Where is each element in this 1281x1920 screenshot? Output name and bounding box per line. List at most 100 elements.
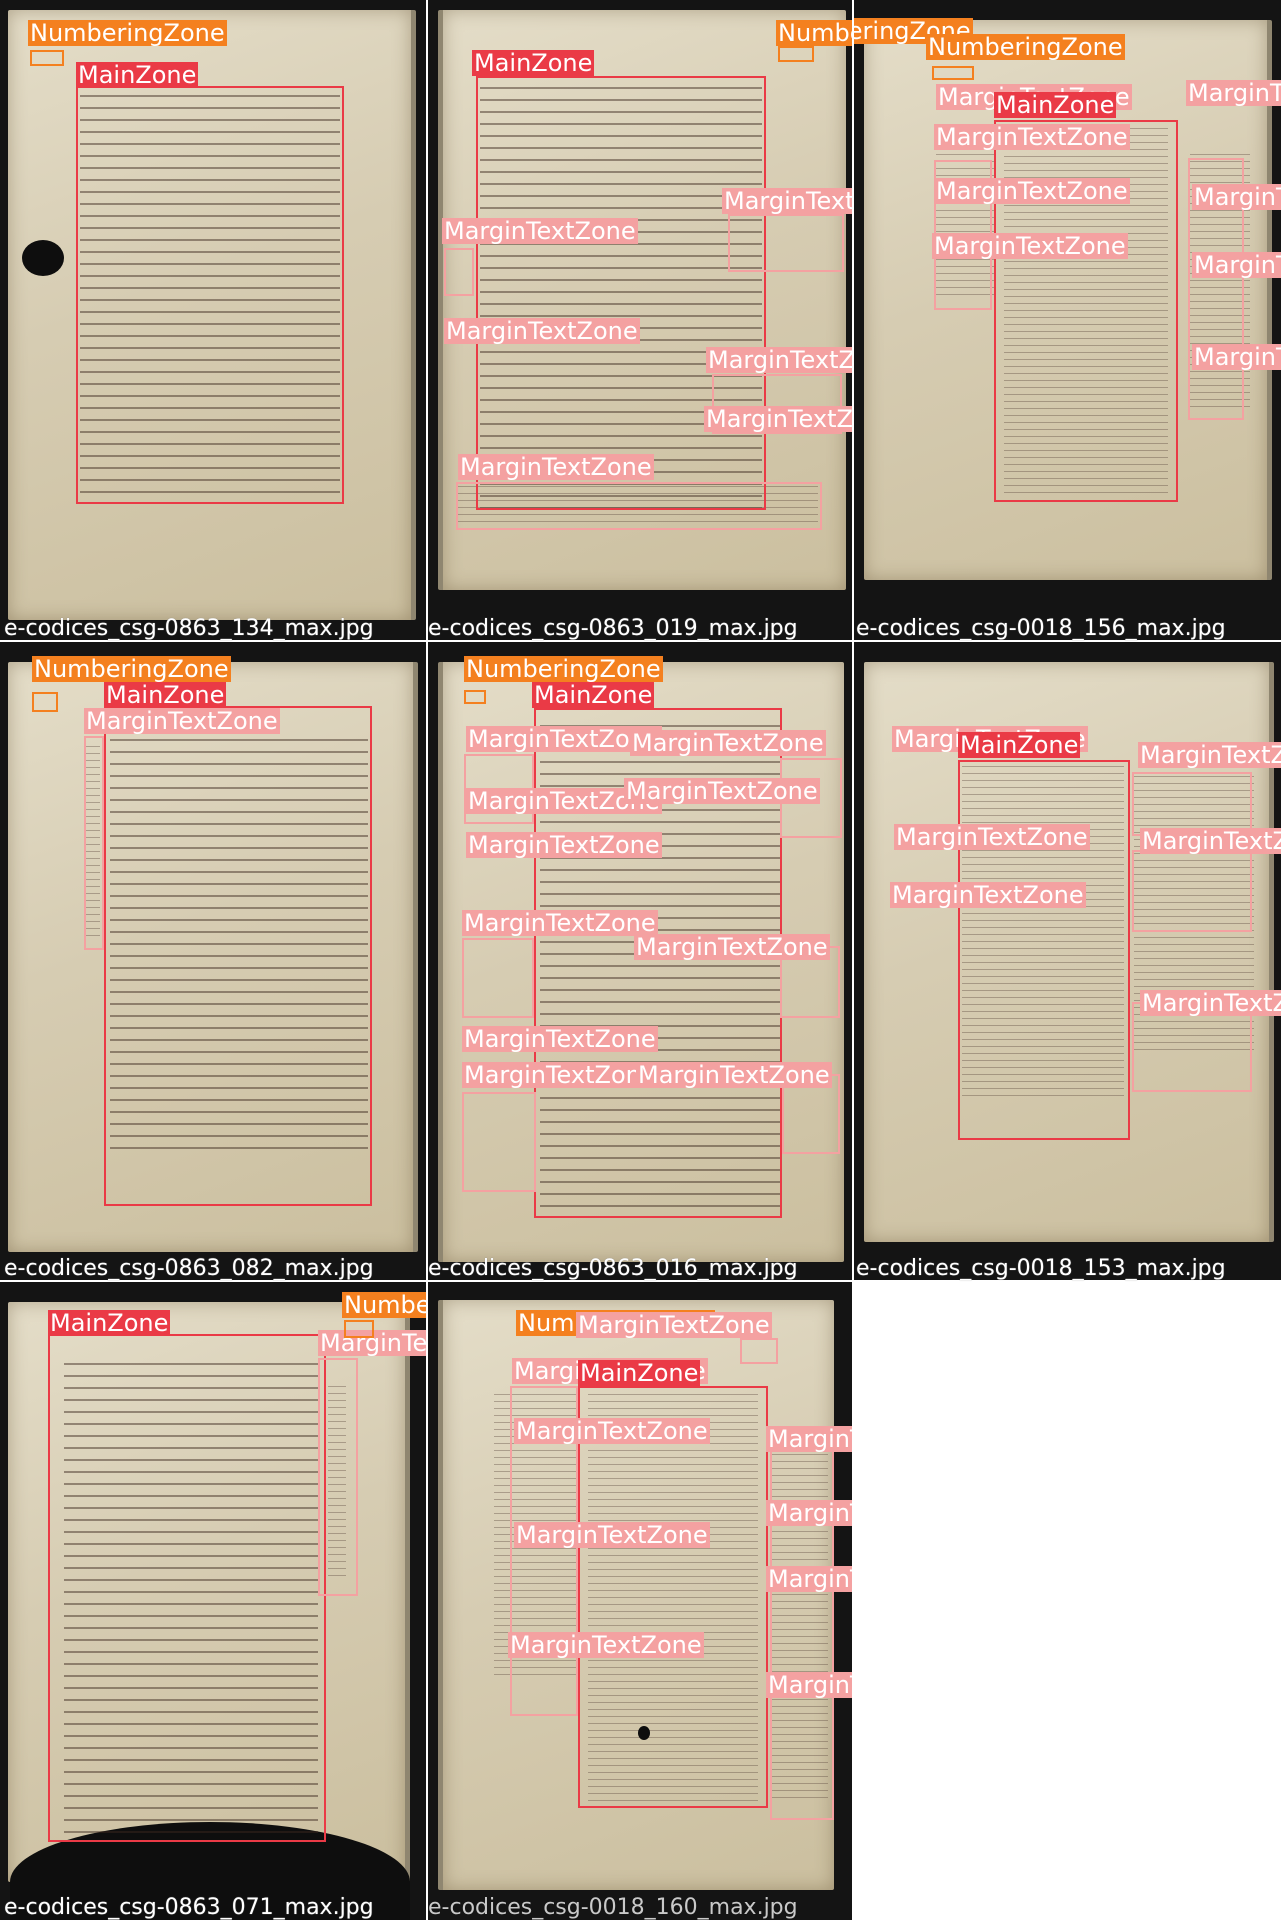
handwritten-text: [962, 762, 1124, 1102]
main-zone-label: MainZone: [994, 91, 1117, 119]
main-zone-label: MainZone: [76, 61, 199, 89]
margin-text-zone-label: MarginTextZone: [84, 707, 280, 735]
ink-blot: [638, 1726, 650, 1740]
margin-text-zone-label: MarginTextZone: [636, 1061, 832, 1089]
margin-text-zone-label: MarginTextZone: [458, 453, 654, 481]
margin-text-zone-label: MarginTextZone: [1192, 184, 1281, 210]
margin-text-zone-label: MarginTextZone: [442, 217, 638, 245]
numbering-zone-label: NumberingZone: [776, 20, 852, 46]
margin-text-zone-label: MarginTextZone: [508, 1631, 704, 1659]
numbering-zone-box: [32, 692, 58, 712]
margin-text-zone-label: MarginTextZone: [722, 188, 852, 214]
margin-text-zone-box: [740, 1338, 778, 1364]
main-zone-label: MainZone: [104, 681, 227, 709]
main-zone-box: [104, 706, 372, 1206]
numbering-zone-label: NumberingZone: [32, 655, 231, 683]
damaged-corner: [10, 1822, 410, 1920]
main-zone-box: [958, 760, 1130, 1140]
margin-text-zone-box: [1188, 158, 1244, 420]
main-zone-label: MainZone: [472, 49, 595, 77]
image-caption: e-codices_csg-0018_153_max.jpg: [856, 1256, 1226, 1281]
manuscript-page: [8, 1302, 410, 1882]
image-tile-7: MainZone MarginTextZone NumberingZone: [0, 1282, 426, 1920]
handwritten-text: [770, 1422, 828, 1802]
image-tile-5: NumberingZone MainZone MarginTextZone Ma…: [428, 642, 852, 1280]
margin-text-zone-label: MarginTextZone: [932, 232, 1128, 260]
numbering-zone-box: [30, 50, 64, 66]
main-zone-box: [994, 120, 1178, 502]
margin-text-zone-label: MarginTextZone: [1140, 990, 1281, 1016]
margin-text-zone-label: MarginTextZone: [766, 1500, 852, 1526]
main-zone-box: [578, 1386, 768, 1808]
handwritten-text: [458, 482, 818, 530]
margin-text-zone-box: [712, 374, 842, 434]
main-zone-label: MainZone: [48, 1309, 171, 1337]
grid-separator: [0, 640, 1281, 642]
margin-text-zone-label: MarginTextZone: [890, 881, 1086, 909]
margin-text-zone-label: MarginTextZone: [514, 1417, 710, 1445]
handwritten-text: [936, 150, 996, 300]
handwritten-text: [80, 88, 340, 498]
numbering-zone-label: NumberingZone: [926, 33, 1125, 61]
margin-text-zone-label: MarginTextZone: [704, 406, 852, 432]
margin-text-zone-box: [84, 736, 104, 950]
margin-text-zone-label: MarginTextZone: [1186, 80, 1281, 106]
margin-text-zone-label: MarginTextZone: [766, 1426, 852, 1452]
margin-text-zone-box: [318, 1358, 358, 1596]
handwritten-text: [86, 742, 100, 942]
main-zone-box: [476, 76, 766, 510]
image-tile-4: NumberingZone MainZone MarginTextZone: [0, 642, 426, 1280]
grid-separator: [0, 1280, 1281, 1282]
numbering-zone-box: [344, 1320, 374, 1338]
margin-text-zone-label: MarginTextZone: [766, 1672, 852, 1698]
margin-text-zone-label: MarginTextZone: [894, 823, 1090, 851]
handwritten-text: [110, 732, 368, 1152]
margin-text-zone-label: MarginTextZone: [1140, 828, 1281, 854]
margin-text-zone-label: MarginTextZone: [1192, 252, 1281, 278]
margin-text-zone-box: [510, 1386, 578, 1716]
margin-text-zone-box: [444, 248, 474, 296]
handwritten-text: [328, 1382, 346, 1582]
margin-text-zone-label: MarginTextZone: [934, 177, 1130, 205]
manuscript-page: [438, 1300, 834, 1890]
grid-separator: [426, 0, 428, 1920]
page-hole: [22, 240, 64, 276]
margin-text-zone-box: [462, 938, 534, 1018]
image-caption: e-codices_csg-0018_160_max.jpg: [428, 1895, 798, 1920]
image-tile-2: MainZone NumberingZone MarginTextZone Ma…: [428, 0, 852, 640]
image-tile-6: MarginTextZone MainZone MarginTextZone M…: [854, 642, 1281, 1280]
margin-text-zone-label: MarginTextZone: [1192, 344, 1281, 370]
main-zone-box: [76, 86, 344, 504]
margin-text-zone-label: MarginTextZone: [766, 1566, 852, 1592]
margin-text-zone-label: MarginTextZone: [934, 123, 1130, 151]
margin-text-zone-box: [456, 482, 822, 530]
manuscript-page: [8, 662, 418, 1252]
margin-text-zone-label: MarginTextZone: [576, 1311, 772, 1339]
margin-text-zone-label: MarginTextZone: [466, 725, 662, 753]
image-caption: e-codices_csg-0018_156_max.jpg: [856, 616, 1226, 641]
handwritten-text: [588, 1390, 758, 1810]
margin-text-zone-label: MarginTextZone: [444, 317, 640, 345]
numbering-zone-label: NumberingZone: [464, 655, 663, 683]
image-tile-8: NumberingZone MarginTextZone MarginTextZ…: [428, 1282, 852, 1920]
margin-text-zone-label: MarginTextZone: [466, 831, 662, 859]
handwritten-text: [480, 80, 762, 510]
margin-text-zone-box: [770, 1430, 834, 1820]
numbering-zone-box: [464, 690, 486, 704]
main-zone-label: MainZone: [958, 731, 1081, 759]
margin-text-zone-box: [462, 1092, 536, 1192]
main-zone-label: MainZone: [532, 681, 655, 709]
main-zone-label: MainZone: [578, 1359, 701, 1387]
margin-text-zone-label: MarginTextZone: [462, 909, 658, 937]
margin-text-zone-box: [728, 214, 844, 272]
image-caption: e-codices_csg-0863_016_max.jpg: [428, 1256, 798, 1281]
image-caption: e-codices_csg-0863_019_max.jpg: [428, 616, 798, 641]
numbering-zone-box: [932, 66, 974, 80]
image-caption: e-codices_csg-0863_134_max.jpg: [4, 616, 374, 641]
manuscript-page: [438, 10, 846, 590]
image-caption: e-codices_csg-0863_071_max.jpg: [4, 1895, 374, 1920]
margin-text-zone-label: MarginTextZone: [462, 1061, 658, 1089]
margin-text-zone-label: MarginTextZone: [630, 729, 826, 757]
margin-text-zone-label: MarginTextZone: [514, 1521, 710, 1549]
image-caption: e-codices_csg-0863_082_max.jpg: [4, 1256, 374, 1281]
